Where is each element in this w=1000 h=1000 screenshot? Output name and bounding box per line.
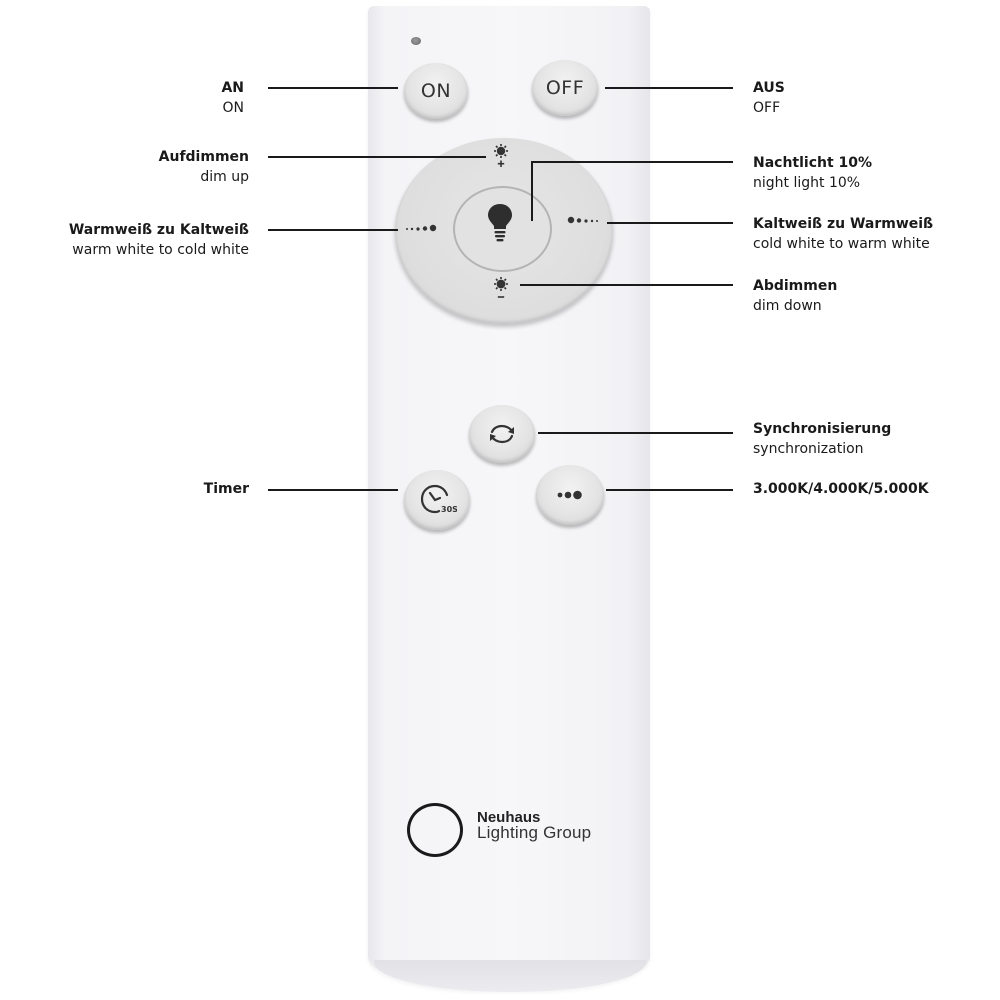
- callout-line-sync: [538, 432, 733, 434]
- dim-down-button[interactable]: [487, 274, 515, 302]
- callout-timer: Timer: [204, 479, 249, 499]
- callout-line-dim-down: [520, 284, 733, 286]
- callout-warm-to-cold: Warmweiß zu Kaltweiß warm white to cold …: [69, 220, 249, 260]
- callout-timer-de: Timer: [203, 481, 249, 497]
- color-temperature-button[interactable]: [536, 465, 604, 525]
- callout-cold-to-warm-de: Kaltweiß zu Warmweiß: [753, 216, 934, 232]
- callout-cold-to-warm: Kaltweiß zu Warmweiß cold white to warm …: [753, 214, 933, 254]
- callout-night-light-de: Nachtlicht 10%: [753, 155, 873, 171]
- callout-line-off: [605, 87, 733, 89]
- callout-dim-up-en: dim up: [200, 169, 249, 185]
- dim-up-button[interactable]: [487, 142, 515, 170]
- callout-off: AUS OFF: [753, 78, 785, 118]
- clock-icon: 30S: [420, 484, 457, 514]
- brand-subtitle: Lighting Group: [477, 823, 592, 842]
- callout-line-timer: [268, 489, 398, 491]
- callout-night-light: Nachtlicht 10% night light 10%: [753, 153, 872, 193]
- callout-sync-en: synchronization: [753, 441, 864, 457]
- callout-sync-de: Synchronisierung: [753, 421, 892, 437]
- brand-name: Neuhaus: [477, 809, 541, 826]
- callout-line-dim-up: [268, 156, 486, 158]
- callout-off-de: AUS: [753, 80, 785, 96]
- callout-on-en: ON: [222, 100, 245, 116]
- callout-dim-down-de: Abdimmen: [753, 278, 838, 294]
- status-led: [411, 37, 421, 45]
- callout-warm-to-cold-en: warm white to cold white: [72, 242, 249, 258]
- callout-line-cct: [606, 489, 733, 491]
- dots-increasing-icon: [406, 224, 437, 232]
- three-dots-icon: [557, 490, 582, 500]
- warm-to-cold-button[interactable]: [404, 220, 440, 234]
- callout-cold-to-warm-en: cold white to warm white: [753, 236, 930, 252]
- callout-off-en: OFF: [753, 100, 781, 116]
- callout-on-de: AN: [221, 80, 244, 96]
- callout-line-cold-to-warm: [607, 222, 733, 224]
- callout-cct-de: 3.000K/4.000K/5.000K: [753, 481, 929, 497]
- callout-warm-to-cold-de: Warmweiß zu Kaltweiß: [68, 222, 249, 238]
- callout-dim-up-de: Aufdimmen: [158, 149, 249, 165]
- off-button[interactable]: OFF: [532, 60, 598, 116]
- callout-dim-down-en: dim down: [753, 298, 822, 314]
- remote-battery-cover: [374, 960, 646, 992]
- timer-badge: 30S: [441, 505, 457, 514]
- night-light-button[interactable]: [453, 186, 552, 272]
- dots-decreasing-icon: [567, 216, 598, 224]
- night-light-icon-wrap: [486, 202, 514, 244]
- on-button[interactable]: ON: [404, 63, 468, 119]
- off-button-label: OFF: [545, 77, 585, 99]
- cold-to-warm-button[interactable]: [566, 212, 602, 226]
- callout-night-light-en: night light 10%: [753, 175, 861, 191]
- timer-button[interactable]: 30S: [404, 470, 470, 530]
- sync-button[interactable]: [469, 405, 535, 463]
- on-button-label: ON: [420, 80, 452, 102]
- bulb-icon: [488, 204, 512, 242]
- callout-dim-down: Abdimmen dim down: [753, 276, 837, 316]
- sun-minus-icon: [494, 277, 508, 298]
- callout-line-warm-to-cold: [268, 229, 398, 231]
- callout-line-on: [268, 87, 398, 89]
- callout-line-night-light: [531, 161, 733, 163]
- callout-cct: 3.000K/4.000K/5.000K: [753, 479, 929, 499]
- callout-sync: Synchronisierung synchronization: [753, 419, 891, 459]
- brand-logo-ring-icon: [407, 803, 463, 857]
- sun-plus-icon: [494, 144, 508, 167]
- callout-dim-up: Aufdimmen dim up: [159, 147, 249, 187]
- callout-on: AN ON: [221, 78, 244, 118]
- sync-arrows-icon: [490, 424, 514, 444]
- callout-vline-night-light: [531, 161, 533, 221]
